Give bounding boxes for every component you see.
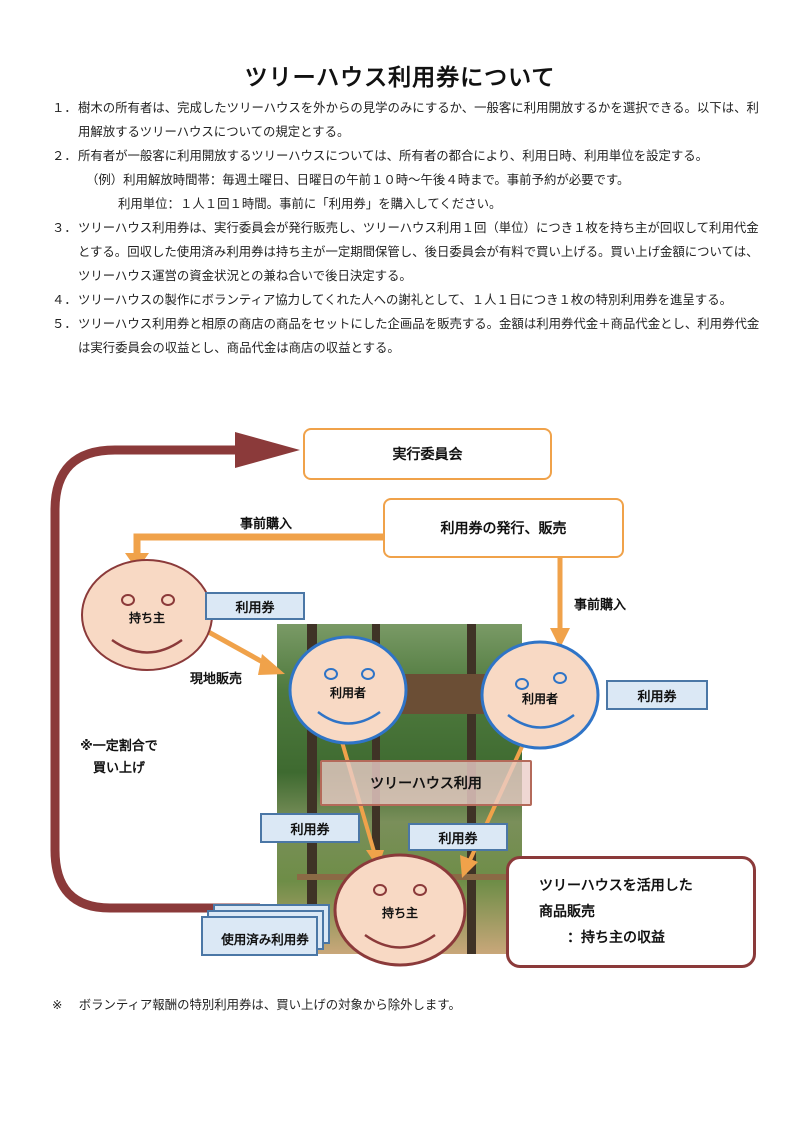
owner-face-bottom bbox=[333, 853, 467, 967]
owner-bottom-label: 持ち主 bbox=[381, 906, 418, 920]
buyback-line-1: ※一定割合で bbox=[80, 739, 158, 754]
user-left-label: 利用者 bbox=[329, 686, 366, 700]
item-number: ２． bbox=[52, 148, 77, 163]
arrow-head bbox=[550, 628, 570, 648]
ticket-label: 利用券 bbox=[235, 600, 275, 616]
issue-sale-box: 利用券の発行、販売 bbox=[383, 498, 624, 558]
committee-label: 実行委員会 bbox=[392, 447, 463, 463]
advance-purchase-label-left: 事前購入 bbox=[240, 517, 293, 532]
ticket-badge: 利用券 bbox=[408, 823, 508, 851]
used-tickets-label: 使用済み利用券 bbox=[221, 932, 309, 947]
item-number: ５． bbox=[52, 316, 77, 331]
example-line-2: 利用単位：１人１回１時間。事前に「利用券」を購入してください。 bbox=[118, 196, 502, 211]
onsite-sale-arrow bbox=[203, 627, 270, 668]
user-right-label: 利用者 bbox=[521, 692, 558, 706]
ticket-badge: 利用券 bbox=[606, 680, 708, 710]
committee-box: 実行委員会 bbox=[303, 428, 552, 480]
ticket-label: 利用券 bbox=[438, 831, 478, 847]
item-text: ツリーハウスの製作にボランティア協力してくれた人への謝礼として、１人１日につき１… bbox=[78, 292, 732, 307]
list-item: １． 樹木の所有者は、完成したツリーハウスを外からの見学のみにするか、一般客に利… bbox=[52, 96, 762, 144]
item-number: ３． bbox=[52, 220, 77, 235]
owner-face-top bbox=[81, 559, 213, 671]
ticket-badge: 利用券 bbox=[260, 813, 360, 843]
list-item: ２． 所有者が一般客に利用開放するツリーハウスについては、所有者の都合により、利… bbox=[52, 144, 762, 168]
page-title: ツリーハウス利用券について bbox=[244, 65, 556, 91]
product-sale-box: ツリーハウスを活用した 商品販売 ：持ち主の収益 bbox=[506, 856, 756, 968]
ticket-label: 利用券 bbox=[637, 689, 677, 705]
item-text: ツリーハウス利用券と相原の商店の商品をセットにした企画品を販売する。金額は利用券… bbox=[78, 316, 760, 355]
tree-trunk bbox=[307, 624, 317, 954]
arrow-head bbox=[258, 654, 285, 675]
list-item: ３． ツリーハウス利用券は、実行委員会が発行販売し、ツリーハウス利用１回（単位）… bbox=[52, 216, 762, 288]
item-text: 所有者が一般客に利用開放するツリーハウスについては、所有者の都合により、利用日時… bbox=[78, 148, 709, 163]
item-text: 樹木の所有者は、完成したツリーハウスを外からの見学のみにするか、一般客に利用開放… bbox=[78, 100, 759, 139]
example-line-1: （例）利用解放時間帯：毎週土曜日、日曜日の午前１０時～午後４時まで。事前予約が必… bbox=[86, 172, 630, 187]
onsite-sale-label: 現地販売 bbox=[190, 672, 243, 687]
treehouse-use-box: ツリーハウス利用 bbox=[320, 760, 532, 806]
flow-diagram bbox=[50, 432, 600, 967]
arrow-head bbox=[460, 855, 478, 878]
item-number: １． bbox=[52, 100, 77, 115]
advance-purchase-arrow-left bbox=[133, 533, 385, 555]
arrow-head bbox=[235, 432, 300, 468]
rules-list: １． 樹木の所有者は、完成したツリーハウスを外からの見学のみにするか、一般客に利… bbox=[52, 96, 762, 360]
ticket-label: 利用券 bbox=[290, 822, 330, 838]
product-line-3: ：持ち主の収益 bbox=[567, 930, 665, 946]
item-text: ツリーハウス利用券は、実行委員会が発行販売し、ツリーハウス利用１回（単位）につき… bbox=[78, 220, 759, 283]
user-face-left bbox=[288, 635, 408, 745]
list-item: ４． ツリーハウスの製作にボランティア協力してくれた人への謝礼として、１人１日に… bbox=[52, 288, 762, 312]
buyback-note: ※一定割合で 買い上げ bbox=[64, 736, 174, 780]
product-line-1: ツリーハウスを活用した bbox=[539, 878, 693, 894]
product-line-2: 商品販売 bbox=[539, 904, 595, 920]
buyback-line-2: 買い上げ bbox=[92, 761, 145, 776]
issue-sale-label: 利用券の発行、販売 bbox=[440, 521, 567, 537]
ticket-badge: 利用券 bbox=[205, 592, 305, 620]
treehouse-use-label: ツリーハウス利用 bbox=[370, 776, 482, 792]
footnote: ※ ボランティア報酬の特別利用券は、買い上げの対象から除外します。 bbox=[52, 997, 461, 1012]
user-face-right bbox=[480, 640, 600, 750]
advance-purchase-label-right: 事前購入 bbox=[574, 598, 627, 613]
item-number: ４． bbox=[52, 292, 77, 307]
used-tickets-stack bbox=[201, 904, 330, 956]
buyback-loop-arrow bbox=[50, 445, 260, 913]
list-item: ５． ツリーハウス利用券と相原の商店の商品をセットにした企画品を販売する。金額は… bbox=[52, 312, 762, 360]
owner-top-label: 持ち主 bbox=[128, 611, 165, 625]
